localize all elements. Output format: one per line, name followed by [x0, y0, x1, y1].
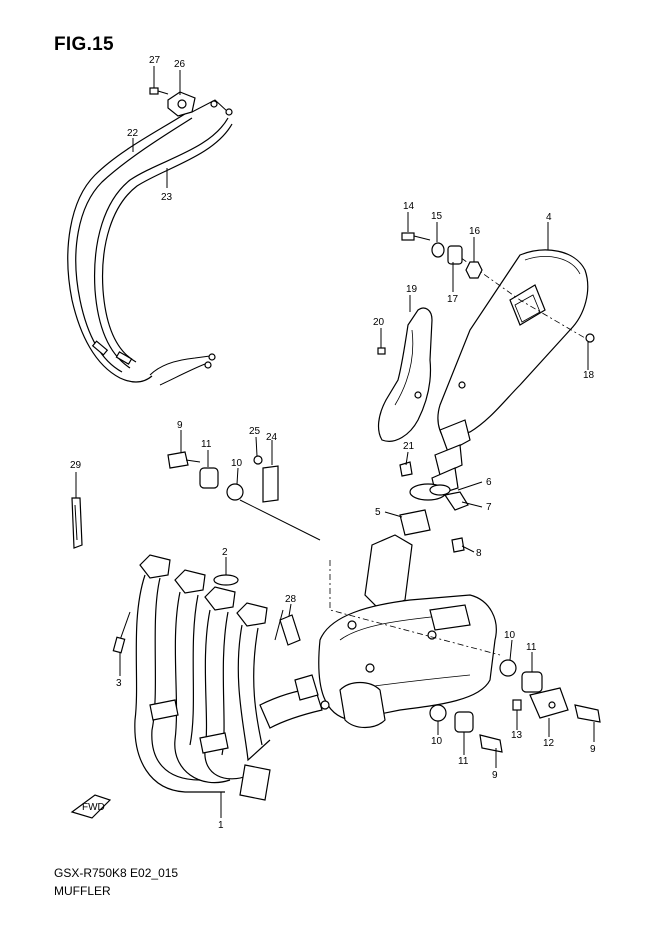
callout-3: 3 [116, 678, 122, 689]
figure-name: MUFFLER [54, 884, 111, 898]
callout-10b: 10 [504, 630, 516, 641]
muffler-body [431, 249, 595, 496]
callout-21: 21 [403, 441, 415, 452]
cable-assembly [67, 99, 233, 386]
callout-9a: 9 [177, 420, 183, 431]
callout-11b: 11 [526, 642, 537, 653]
muffler-mount-hardware [377, 232, 483, 553]
callout-11c: 11 [458, 756, 469, 767]
callout-5: 5 [375, 507, 381, 518]
fwd-label: FWD [82, 802, 105, 813]
callout-20: 20 [373, 317, 385, 328]
callout-8: 8 [476, 548, 482, 559]
callout-14: 14 [403, 201, 415, 212]
exhaust-chamber [318, 534, 501, 729]
chamber-mount-hardware [167, 451, 601, 753]
callout-28: 28 [285, 594, 297, 605]
figure-code: GSX-R750K8 E02_015 [54, 866, 179, 880]
callout-10a: 10 [231, 458, 243, 469]
callout-22: 22 [127, 128, 139, 139]
strap [71, 497, 83, 549]
figure-title: FIG.15 [54, 34, 114, 55]
callout-2: 2 [222, 547, 228, 558]
callout-10c: 10 [431, 736, 443, 747]
cable-bracket [149, 87, 196, 117]
callout-4: 4 [546, 212, 552, 223]
callout-15: 15 [431, 211, 443, 222]
heat-shield [377, 307, 433, 442]
callout-25: 25 [249, 426, 261, 437]
callout-7: 7 [486, 502, 492, 513]
callout-9c: 9 [492, 770, 498, 781]
callout-27: 27 [149, 55, 161, 66]
callout-23: 23 [161, 192, 173, 203]
leader-lines [75, 66, 595, 818]
callout-13: 13 [511, 730, 523, 741]
callout-16: 16 [469, 226, 481, 237]
callout-24: 24 [266, 432, 278, 443]
callout-9b: 9 [590, 744, 596, 755]
exhaust-header [112, 554, 323, 801]
callout-17: 17 [447, 294, 459, 305]
callout-12: 12 [543, 738, 555, 749]
callout-6: 6 [486, 477, 492, 488]
fwd-arrow-icon: FWD [70, 794, 112, 819]
callout-19: 19 [406, 284, 418, 295]
callout-18: 18 [583, 370, 595, 381]
callout-1: 1 [218, 820, 224, 831]
callout-26: 26 [174, 59, 186, 70]
callout-labels: 27 26 22 23 14 15 16 4 17 19 20 18 21 6 … [70, 55, 596, 831]
callout-29: 29 [70, 460, 82, 471]
callout-11a: 11 [201, 439, 212, 450]
